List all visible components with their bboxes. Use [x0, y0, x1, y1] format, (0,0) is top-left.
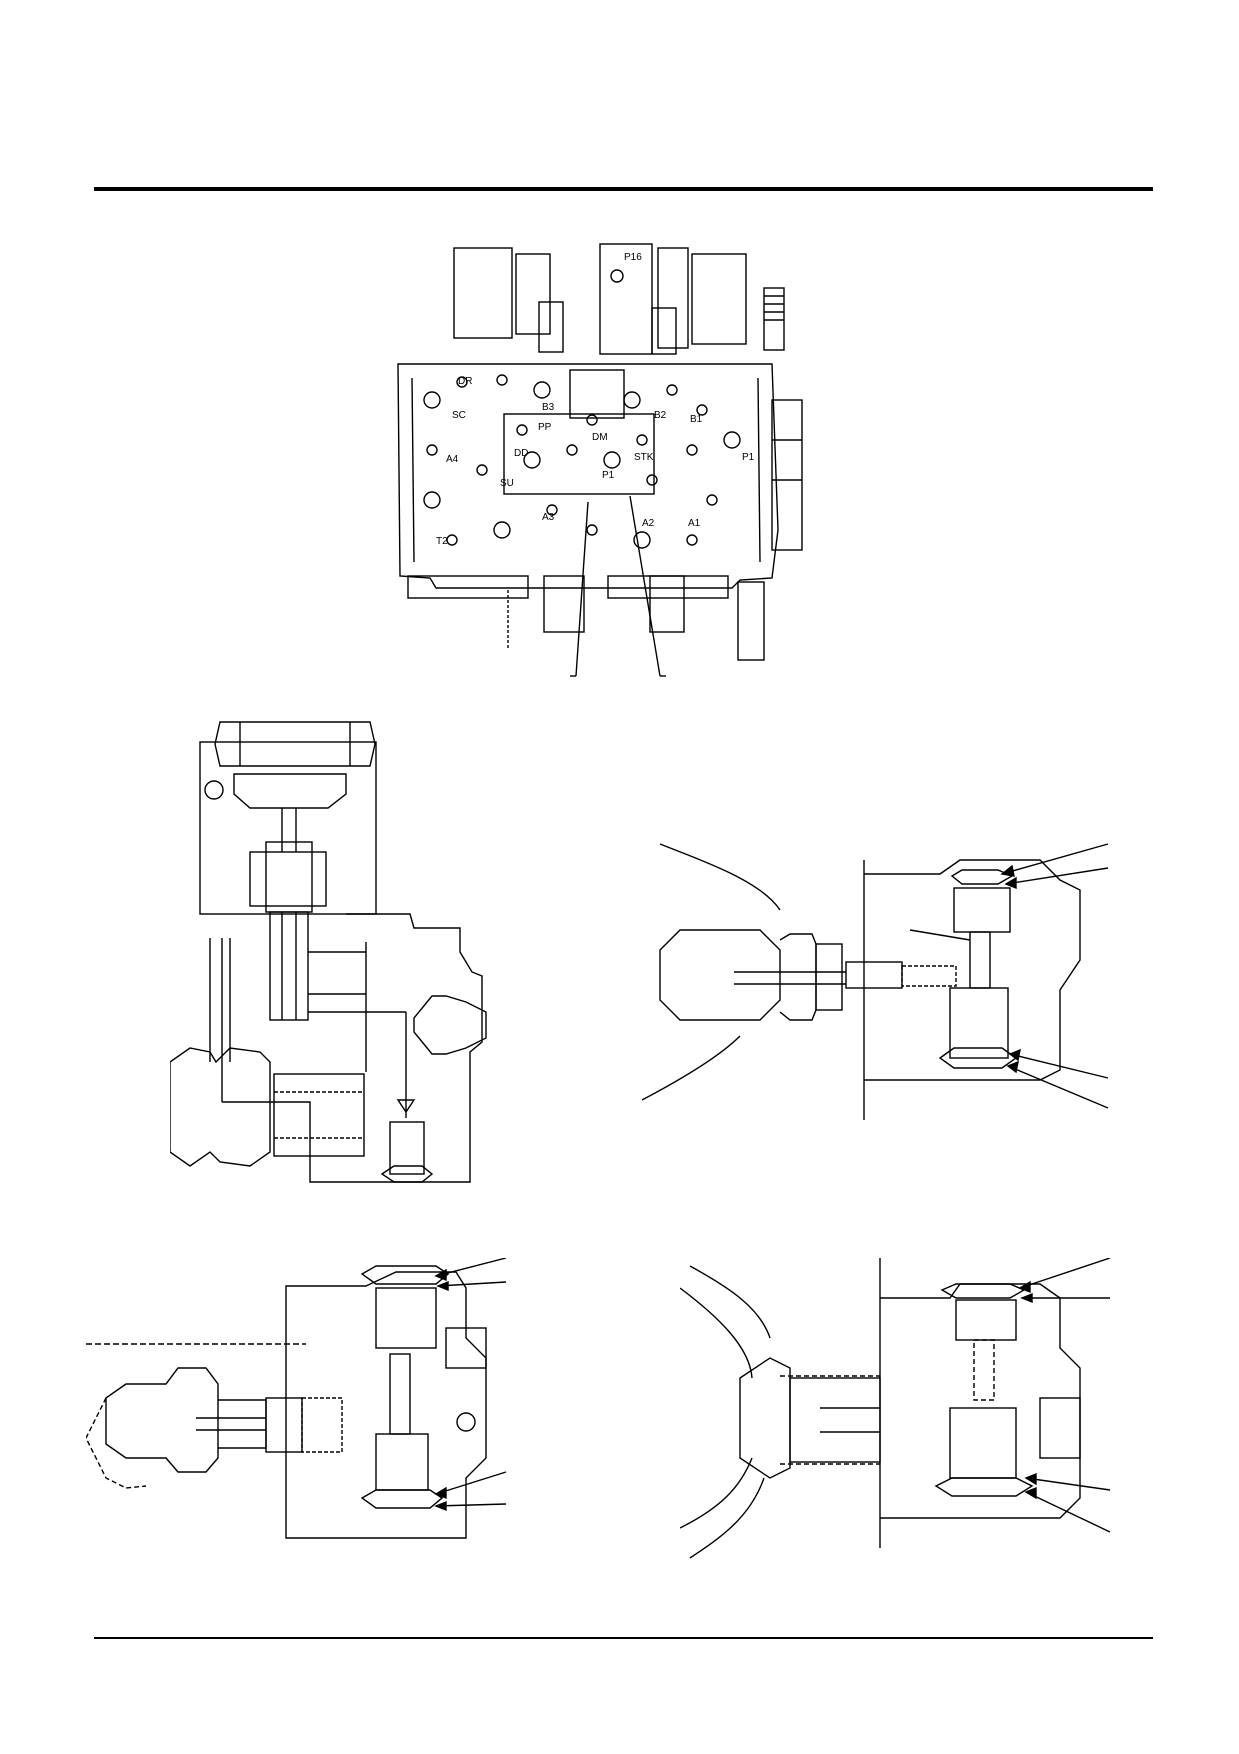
bolt-head: [586, 414, 598, 426]
valve-section-view-d: [680, 1258, 1120, 1568]
bolt-head: [456, 376, 468, 388]
port-label: P1: [742, 452, 755, 463]
bolt-head: [633, 531, 651, 549]
bolt-head: [666, 384, 678, 396]
bolt-head: [446, 534, 458, 546]
port-label: T2: [436, 536, 448, 547]
bolt-head: [686, 444, 698, 456]
valve-section-view-c: [86, 1258, 566, 1558]
bolt-head: [516, 424, 528, 436]
port-label: DR: [458, 376, 472, 387]
port-label: STK: [634, 452, 654, 463]
port-label: DD: [514, 448, 528, 459]
valve-section-view-b: [640, 840, 1120, 1140]
bolt-head: [623, 391, 641, 409]
port-label: P1: [602, 470, 615, 481]
bolt-head: [546, 504, 558, 516]
bolt-head: [706, 494, 718, 506]
port-label: SU: [500, 478, 514, 489]
port-label: A2: [642, 518, 655, 529]
valve-section-view-a: [170, 712, 530, 1190]
bolt-head: [566, 444, 578, 456]
bolt-head: [533, 381, 551, 399]
bolt-head: [636, 434, 648, 446]
port-label: DM: [592, 432, 608, 443]
bolt-head: [723, 431, 741, 449]
port-label: SC: [452, 410, 466, 421]
bolt-head: [423, 391, 441, 409]
port-label: P16: [624, 252, 642, 263]
bolt-head: [496, 374, 508, 386]
bolt-head: [426, 444, 438, 456]
bolt-head: [423, 491, 441, 509]
bolt-head: [696, 404, 708, 416]
bolt-head: [476, 464, 488, 476]
port-label: A4: [446, 454, 459, 465]
port-label: B2: [654, 410, 667, 421]
bolt-head: [586, 524, 598, 536]
port-label: B1: [690, 414, 703, 425]
bolt-head: [603, 451, 621, 469]
header-rule: [94, 187, 1153, 191]
port-label: A3: [542, 512, 555, 523]
bolt-head: [523, 451, 541, 469]
bolt-head: [646, 474, 658, 486]
footer-rule: [94, 1637, 1153, 1639]
bolt-head: [493, 521, 511, 539]
port-label: A1: [688, 518, 701, 529]
port-label: PP: [538, 422, 552, 433]
port-label: B3: [542, 402, 555, 413]
bolt-head: [686, 534, 698, 546]
